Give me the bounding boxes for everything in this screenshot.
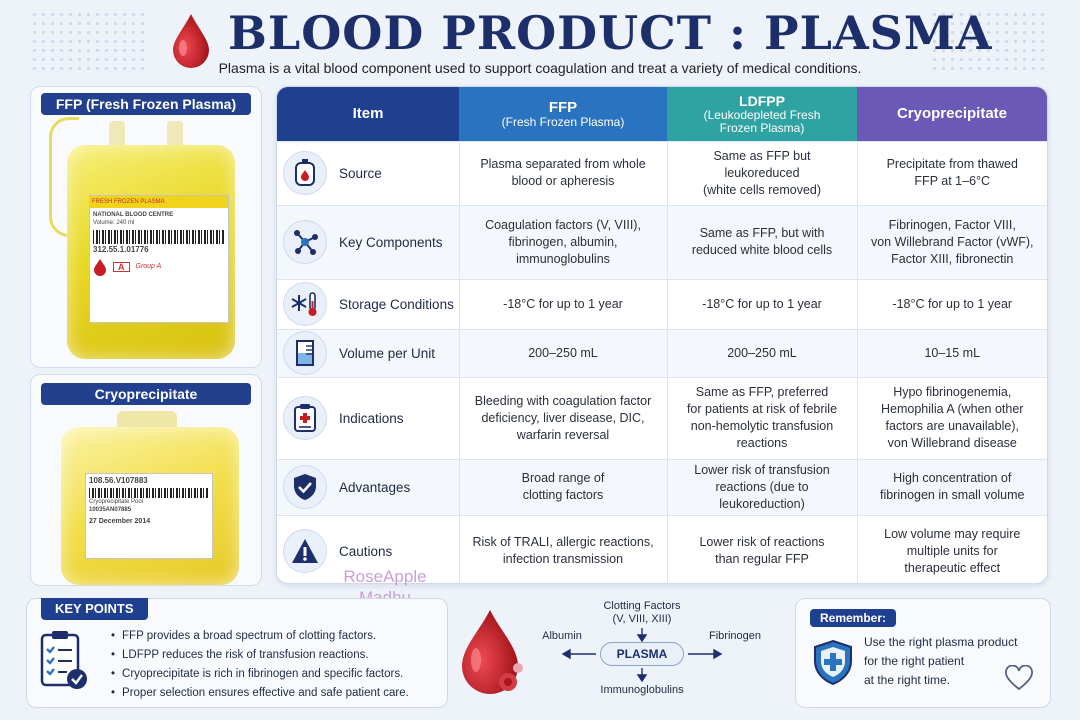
- cell-ffp: Coagulation factors (V, VIII), fibrinoge…: [458, 204, 667, 279]
- row-label: Key Components: [339, 234, 443, 250]
- cryo-image-card: Cryoprecipitate 108.56.V107883 Cryopreci…: [30, 374, 262, 586]
- table-row-storage: Storage Conditions -18°C for up to 1 yea…: [277, 278, 1047, 329]
- cell-ldfpp: Lower risk of transfusion reactions (due…: [666, 458, 857, 515]
- cell-cryo: Low volume may require multiple units fo…: [856, 514, 1047, 583]
- row-label: Volume per Unit: [339, 345, 436, 361]
- label-clotting-factors: Clotting Factors (V, VIII, XIII): [603, 600, 681, 625]
- barcode: [93, 230, 225, 244]
- table-row-source: Source Plasma separated from whole blood…: [277, 140, 1047, 205]
- table-row-indications: Indications Bleeding with coagulation fa…: [277, 376, 1047, 459]
- plasma-node: PLASMA: [600, 642, 684, 666]
- cell-ffp: 200–250 mL: [458, 328, 667, 377]
- cell-ldfpp: Same as FFP, but with reduced white bloo…: [666, 204, 857, 279]
- header-ldfpp: LDFPP(Leukodepleted Fresh Frozen Plasma): [667, 87, 857, 141]
- header-ffp: FFP(Fresh Frozen Plasma): [459, 87, 667, 141]
- label-albumin: Albumin: [542, 630, 582, 642]
- list-item: Cryoprecipitate is rich in fibrinogen an…: [111, 665, 409, 684]
- key-points-title: KEY POINTS: [41, 598, 148, 620]
- shield-check-icon: [283, 465, 327, 509]
- cell-cryo: Precipitate from thawed FFP at 1–6°C: [856, 140, 1047, 205]
- table-row-advantages: Advantages Broad range of clotting facto…: [277, 458, 1047, 515]
- header: BLOOD PRODUCT : PLASMA Plasma is a vital…: [0, 0, 1080, 80]
- cell-ldfpp: Lower risk of reactions than regular FFP: [666, 514, 857, 583]
- diagram-arrows: [561, 628, 723, 683]
- row-label: Advantages: [339, 479, 411, 495]
- table-row-components: Key Components Coagulation factors (V, V…: [277, 204, 1047, 279]
- list-item: FFP provides a broad spectrum of clottin…: [111, 627, 409, 646]
- cell-ldfpp: 200–250 mL: [666, 328, 857, 377]
- checklist-icon: [40, 631, 87, 689]
- plasma-components-diagram: Clotting Factors (V, VIII, XIII) Albumin…: [450, 598, 785, 710]
- cell-ldfpp: -18°C for up to 1 year: [666, 278, 857, 329]
- table-header-row: Item FFP(Fresh Frozen Plasma) LDFPP(Leuk…: [277, 87, 1047, 141]
- blood-drop-icon: [94, 259, 106, 276]
- cell-cryo: 10–15 mL: [856, 328, 1047, 377]
- cell-ffp: Bleeding with coagulation factor deficie…: [458, 376, 667, 459]
- label-fibrinogen: Fibrinogen: [709, 630, 761, 642]
- comparison-table: Item FFP(Fresh Frozen Plasma) LDFPP(Leuk…: [276, 86, 1048, 584]
- cell-ffp: -18°C for up to 1 year: [458, 278, 667, 329]
- ffp-bag-label: FRESH FROZEN PLASMA NATIONAL BLOOD CENTR…: [89, 195, 229, 323]
- decorative-dots-left: [30, 10, 150, 70]
- cell-cryo: Fibrinogen, Factor VIII, von Willebrand …: [856, 204, 1047, 279]
- page-title: BLOOD PRODUCT : PLASMA: [228, 6, 993, 60]
- table-row-volume: Volume per Unit 200–250 mL 200–250 mL 10…: [277, 328, 1047, 377]
- barcode: [89, 488, 209, 498]
- ffp-bag-image: FRESH FROZEN PLASMA NATIONAL BLOOD CENTR…: [31, 117, 261, 367]
- cryo-tag: Cryoprecipitate: [41, 383, 251, 405]
- decorative-dots-right: [930, 10, 1050, 70]
- table-row-cautions: Cautions Risk of TRALI, allergic reactio…: [277, 514, 1047, 583]
- row-label: Source: [339, 165, 382, 181]
- shield-cross-icon: [814, 639, 852, 686]
- cell-ldfpp: Same as FFP but leukoreduced (white cell…: [666, 140, 857, 205]
- blood-drop-icon: [173, 14, 209, 68]
- warning-icon: [283, 529, 327, 574]
- remember-title: Remember:: [810, 609, 897, 627]
- molecule-icon: [283, 220, 327, 264]
- row-label: Indications: [339, 410, 404, 426]
- remember-card: Remember: Use the right plasma product f…: [795, 598, 1051, 708]
- remember-text: Use the right plasma product for the rig…: [864, 635, 1018, 687]
- beaker-icon: [283, 331, 327, 375]
- list-item: LDFPP reduces the risk of transfusion re…: [111, 646, 409, 665]
- row-label: Cautions: [339, 543, 393, 559]
- cell-cryo: High concentration of fibrinogen in smal…: [856, 458, 1047, 515]
- ffp-image-card: FFP (Fresh Frozen Plasma) FRESH FROZEN P…: [30, 86, 262, 368]
- key-points-card: KEY POINTS FFP provides a broad spectrum…: [26, 598, 448, 708]
- cell-ldfpp: Same as FFP, preferred for patients at r…: [666, 376, 857, 459]
- ffp-tag: FFP (Fresh Frozen Plasma): [41, 93, 251, 115]
- cell-ffp: Broad range of clotting factors: [458, 458, 667, 515]
- cell-cryo: Hypo fibrinogenemia, Hemophilia A (when …: [856, 376, 1047, 459]
- cell-ffp: Risk of TRALI, allergic reactions, infec…: [458, 514, 667, 583]
- list-item: Proper selection ensures effective and s…: [111, 684, 409, 703]
- blood-drop-cells-icon: [462, 610, 523, 694]
- cryo-bag-label: 108.56.V107883 Cryoprecipitate Pool 1003…: [85, 473, 213, 559]
- key-points-list: FFP provides a broad spectrum of clottin…: [111, 627, 409, 703]
- label-immunoglobulins: Immunoglobulins: [600, 684, 684, 696]
- cryo-bag-image: 108.56.V107883 Cryoprecipitate Pool 1003…: [31, 409, 261, 585]
- cell-ffp: Plasma separated from whole blood or aph…: [458, 140, 667, 205]
- snowflake-thermometer-icon: [283, 282, 327, 326]
- clipboard-plus-icon: [283, 396, 327, 440]
- page-subtitle: Plasma is a vital blood component used t…: [218, 60, 862, 76]
- cell-cryo: -18°C for up to 1 year: [856, 278, 1047, 329]
- row-label: Storage Conditions: [339, 296, 454, 312]
- header-cryo: Cryoprecipitate: [857, 87, 1047, 141]
- blood-bag-icon: [283, 151, 327, 195]
- header-item: Item: [277, 87, 459, 141]
- heart-icon: [1005, 665, 1033, 691]
